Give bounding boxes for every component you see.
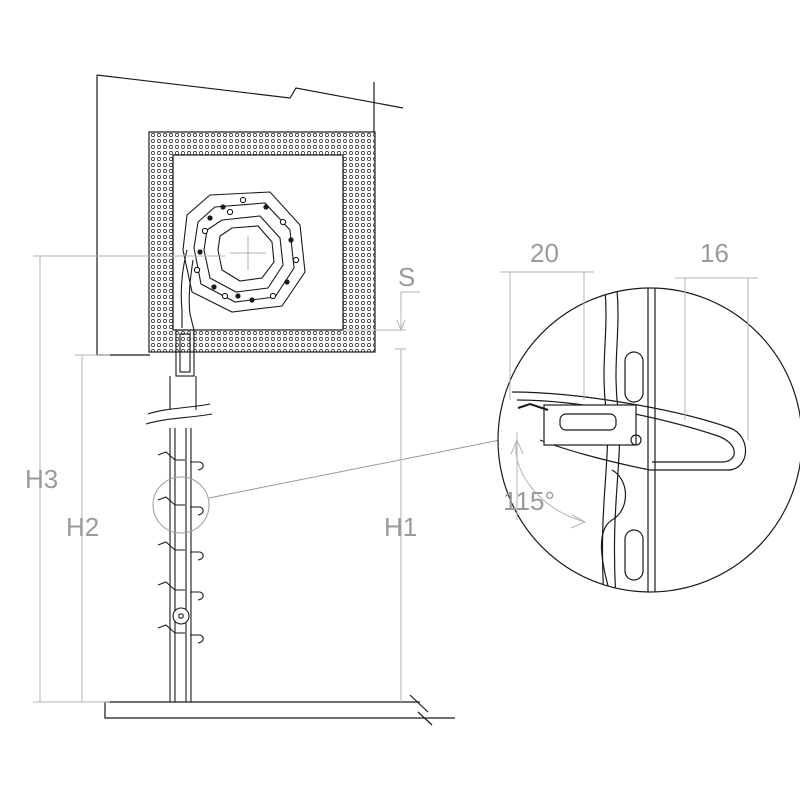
slat-hooks — [157, 451, 204, 644]
floor-sill — [104, 694, 455, 726]
slat-coil — [182, 191, 306, 313]
guide-rail — [145, 376, 213, 702]
label-width-16: 16 — [700, 238, 729, 268]
label-h1: H1 — [384, 512, 417, 542]
label-angle: 115° — [503, 486, 555, 516]
detail-marker — [152, 439, 501, 534]
zoom-detail — [497, 271, 800, 593]
label-s: S — [398, 262, 415, 292]
label-h3: H3 — [25, 464, 58, 494]
dimension-lines — [33, 255, 420, 703]
label-h2: H2 — [66, 512, 99, 542]
label-width-20: 20 — [530, 238, 559, 268]
